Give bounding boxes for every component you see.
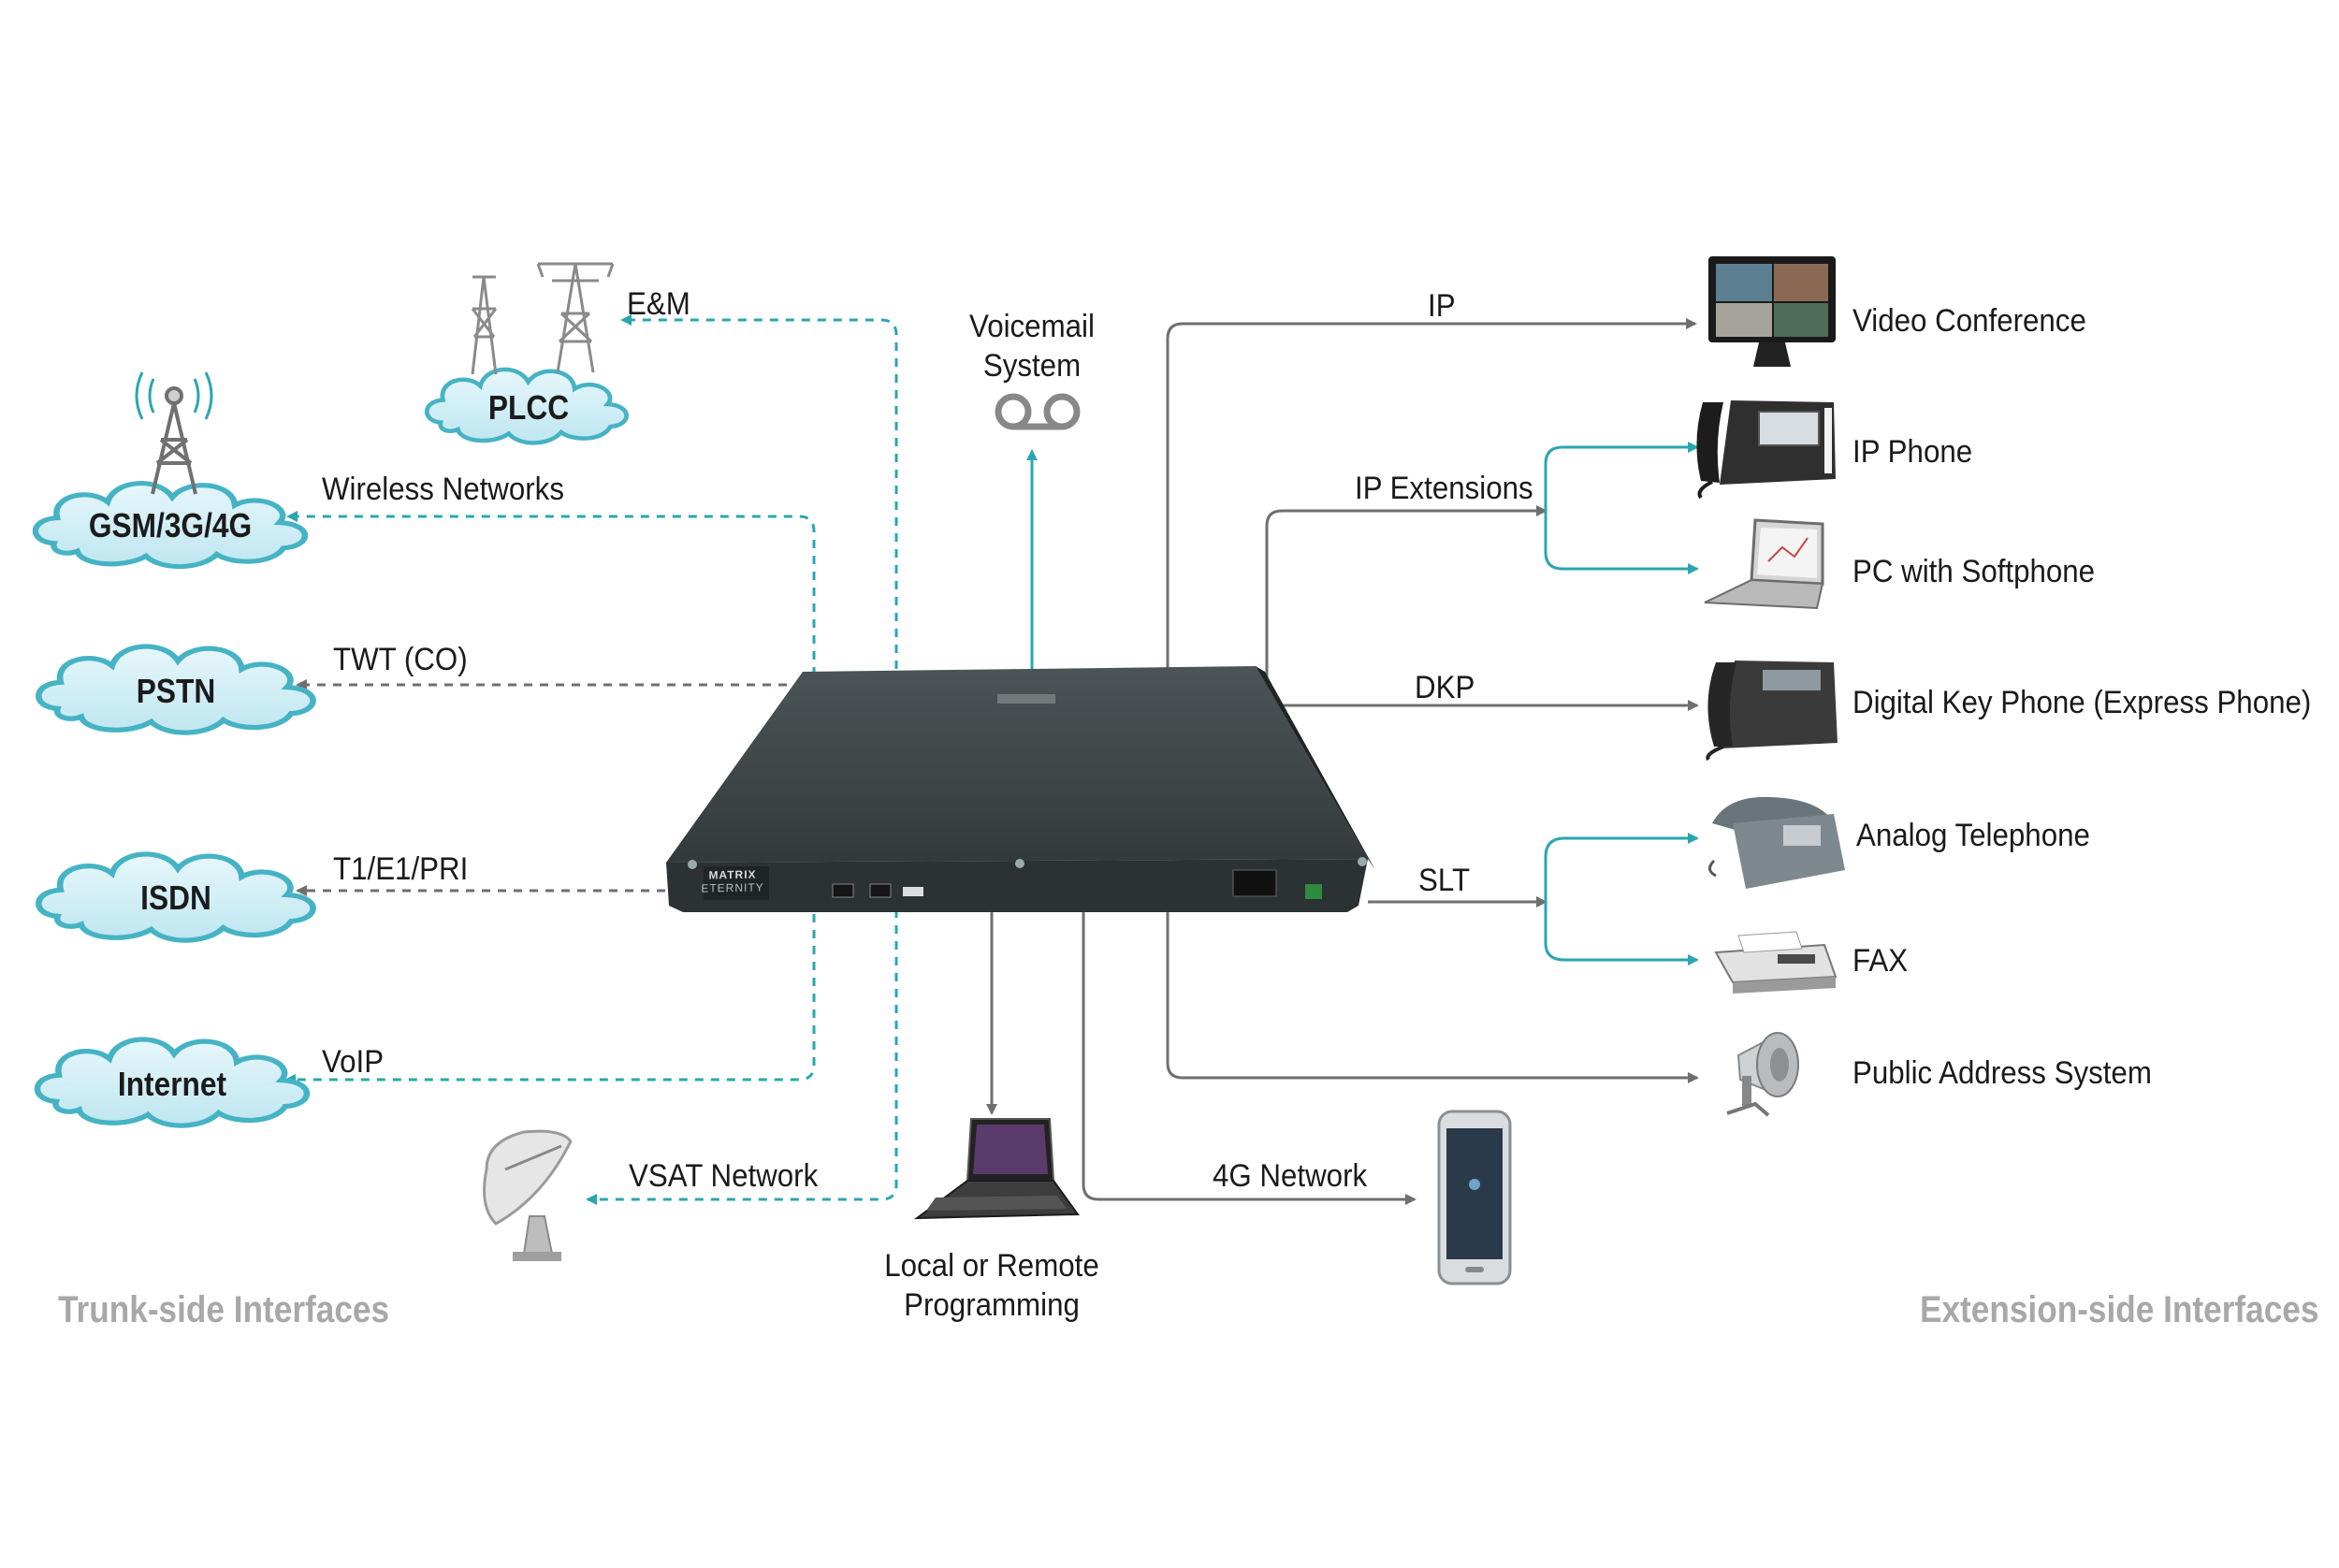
trunk-side-title: Trunk-side Interfaces bbox=[58, 1289, 390, 1330]
slt-label: SLT bbox=[1418, 863, 1471, 898]
isdn-label: ISDN bbox=[140, 878, 211, 917]
voicemail-label-line1: Voicemail bbox=[969, 309, 1095, 344]
voip-label: VoIP bbox=[322, 1044, 385, 1080]
vsat-link bbox=[586, 909, 898, 1205]
cell-tower-icon bbox=[135, 371, 213, 495]
ip-phone-label: IP Phone bbox=[1852, 434, 1973, 470]
digital-key-phone-label: Digital Key Phone (Express Phone) bbox=[1852, 685, 2312, 720]
ip-label: IP bbox=[1428, 288, 1456, 324]
public-address-label: Public Address System bbox=[1852, 1055, 2152, 1091]
ip-phone-branch bbox=[1544, 442, 1699, 511]
dkp-label: DKP bbox=[1415, 670, 1475, 705]
device-model: ETERNITY bbox=[701, 880, 764, 895]
t1e1pri-label: T1/E1/PRI bbox=[333, 851, 469, 887]
wireless-networks-label: Wireless Networks bbox=[322, 472, 564, 507]
laptop-softphone-icon bbox=[1704, 518, 1824, 610]
em-link bbox=[620, 314, 898, 669]
video-conference-icon bbox=[1708, 256, 1836, 367]
fax-branch bbox=[1544, 902, 1699, 965]
voicemail-label-line2: System bbox=[982, 348, 1082, 384]
laptop-icon bbox=[913, 1118, 1080, 1220]
loudspeaker-icon bbox=[1726, 1032, 1799, 1117]
smartphone-icon bbox=[1437, 1110, 1512, 1285]
ip-phone-icon bbox=[1696, 400, 1836, 500]
extension-side-title: Extension-side Interfaces bbox=[1920, 1289, 2319, 1330]
softphone-branch bbox=[1544, 511, 1699, 574]
ip-extensions-link bbox=[1265, 505, 1547, 692]
trunk-links bbox=[284, 314, 898, 1205]
programming-label-line2: Programming bbox=[904, 1287, 1080, 1323]
ip-extensions-label: IP Extensions bbox=[1355, 471, 1533, 506]
digital-key-phone-icon bbox=[1706, 661, 1838, 762]
voip-link bbox=[284, 898, 816, 1085]
plcc-label: PLCC bbox=[487, 388, 570, 427]
analog-telephone-label: Analog Telephone bbox=[1856, 818, 2090, 853]
vsat-network-label: VSAT Network bbox=[629, 1158, 819, 1194]
twt-label: TWT (CO) bbox=[333, 642, 468, 677]
programming-label-line1: Local or Remote bbox=[884, 1248, 1099, 1284]
center-links bbox=[986, 449, 1038, 1115]
satellite-dish-icon bbox=[483, 1129, 573, 1261]
video-conference-label: Video Conference bbox=[1852, 303, 2086, 339]
4g-network-label: 4G Network bbox=[1213, 1158, 1368, 1194]
pc-softphone-label: PC with Softphone bbox=[1852, 554, 2096, 589]
public-address-link bbox=[1166, 906, 1699, 1083]
4g-link bbox=[1082, 906, 1416, 1205]
internet-label: Internet bbox=[117, 1065, 227, 1103]
analog-branch bbox=[1544, 833, 1699, 902]
extension-links bbox=[1082, 318, 1699, 1205]
gsm-label: GSM/3G/4G bbox=[88, 506, 253, 544]
voicemail-icon bbox=[995, 393, 1081, 430]
fax-icon bbox=[1714, 931, 1838, 994]
device-brand-badge: MATRIX ETERNITY bbox=[700, 867, 765, 898]
pstn-label: PSTN bbox=[136, 672, 216, 710]
matrix-eternity-device bbox=[666, 666, 1375, 912]
em-label: E&M bbox=[627, 286, 690, 322]
ip-link bbox=[1166, 318, 1697, 669]
device-brand: MATRIX bbox=[708, 867, 757, 882]
analog-telephone-icon bbox=[1708, 796, 1845, 889]
power-tower-icon bbox=[471, 262, 615, 375]
fax-label: FAX bbox=[1852, 943, 1909, 979]
wireless-link bbox=[286, 511, 816, 675]
